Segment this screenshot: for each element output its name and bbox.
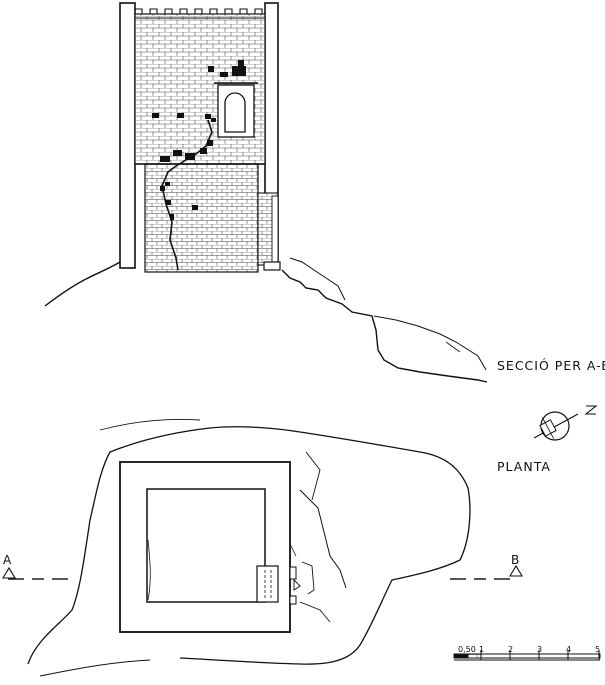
- scale-tick-label: 5: [595, 645, 601, 654]
- cut-a-triangle-icon: [2, 566, 16, 579]
- scale-bar: [453, 650, 601, 661]
- cut-b-triangle-icon: [509, 564, 523, 577]
- scale-tick-label: 3: [537, 645, 543, 654]
- section-title: SECCIÓ PER A-B: [497, 358, 605, 373]
- tower-wall-left: [119, 2, 136, 269]
- crenellations: [134, 8, 265, 15]
- plan-door: [256, 565, 279, 603]
- scale-tick-label: 0,50: [458, 645, 476, 654]
- scale-tick-label: 4: [566, 645, 572, 654]
- section-cut-markers: [2, 564, 523, 580]
- scale-tick-label: 1: [479, 645, 485, 654]
- terrain-left: [44, 261, 121, 307]
- plan-title: PLANTA: [497, 459, 551, 474]
- window-arch: [224, 92, 246, 133]
- cut-label-a: A: [3, 553, 13, 567]
- terrain-right: [281, 269, 488, 383]
- plan-wall-inner: [146, 488, 266, 603]
- compass-rose-icon: [533, 405, 598, 441]
- plan-drawing: [27, 419, 471, 677]
- repair-patches: [152, 60, 246, 220]
- cut-label-b: B: [511, 553, 521, 567]
- section-drawing: [44, 2, 488, 383]
- plan-terrain-outline: [27, 426, 471, 665]
- plan-small-marker: [293, 578, 301, 591]
- crack: [161, 119, 213, 271]
- scale-tick-label: 2: [508, 645, 514, 654]
- masonry-lower: [144, 163, 259, 273]
